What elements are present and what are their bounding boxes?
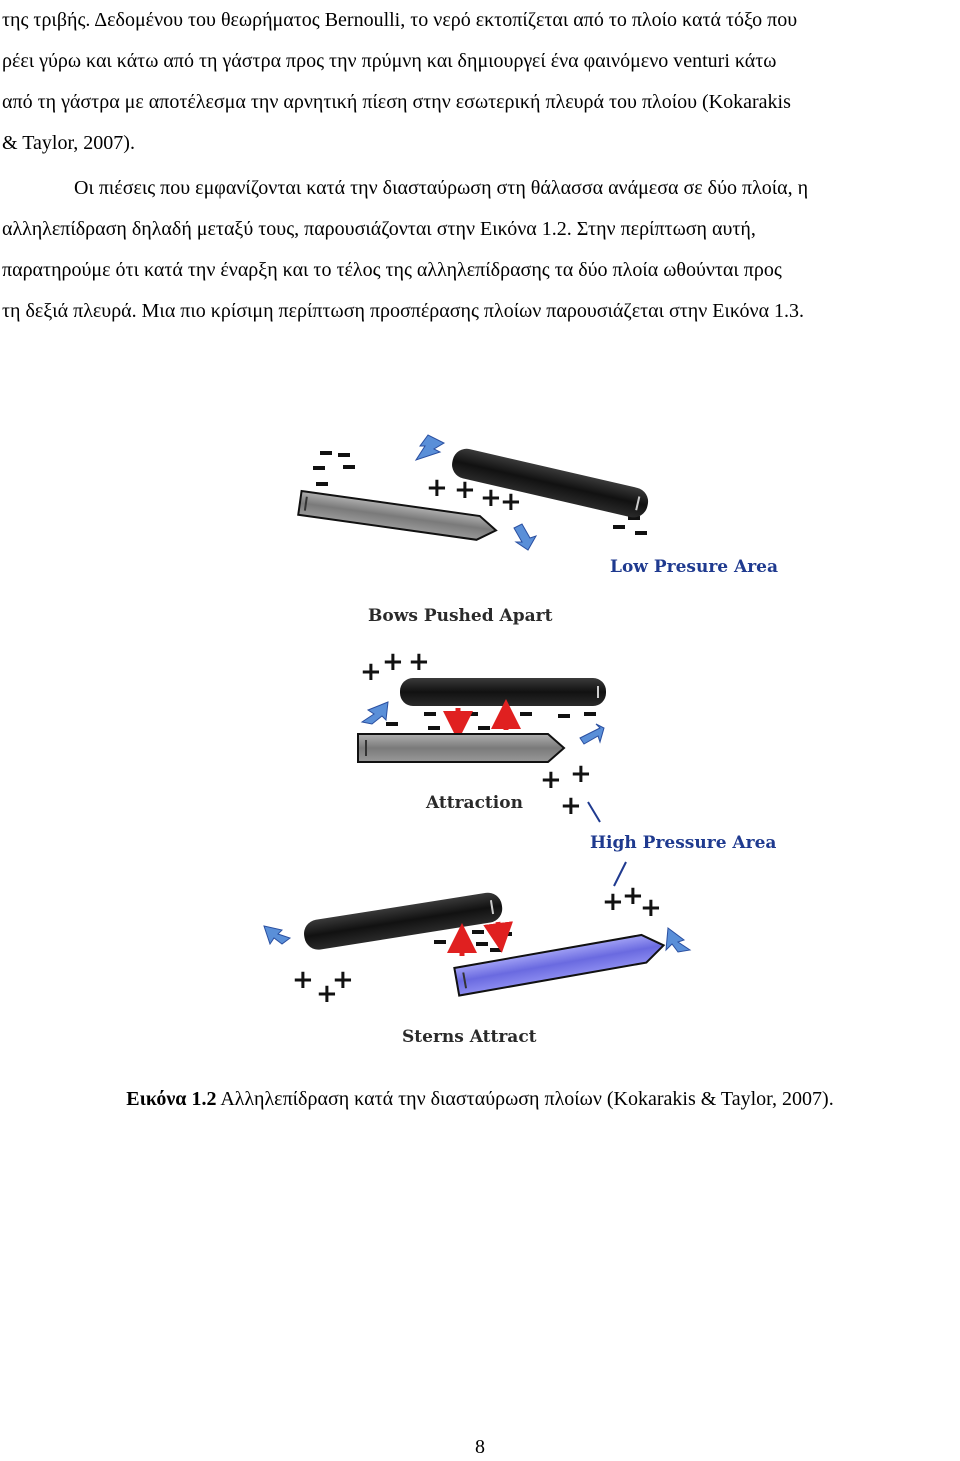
scene-bows-pushed-apart: + + + + Low Presure Area Bows Pushed Apa… [297, 434, 778, 626]
flow-arrow-icon [414, 434, 446, 461]
low-pressure-label: Low Presure Area [610, 557, 778, 577]
scene-attraction: + + + + + + Attraction High Pressure [357, 647, 776, 853]
paragraph-line: ρέει γύρω και κάτω από τη γάστρα προς τη… [2, 50, 777, 72]
svg-text:+: + [360, 657, 382, 687]
svg-text:+: + [454, 475, 476, 505]
page-number: 8 [475, 1436, 485, 1458]
flow-arrow-icon [263, 925, 292, 946]
svg-text:+: + [640, 893, 662, 923]
svg-text:+: + [292, 965, 314, 995]
flow-arrow-icon [513, 523, 538, 551]
sterns-attract-label: Sterns Attract [402, 1027, 537, 1047]
svg-text:+: + [382, 647, 404, 677]
svg-text:+: + [540, 765, 562, 795]
paragraph-2: Οι πιέσεις που εμφανίζονται κατά την δια… [2, 168, 958, 332]
paragraph-line: αλληλεπίδραση δηλαδή μεταξύ τους, παρουσ… [2, 218, 756, 240]
pointer-arrow-icon [587, 801, 601, 823]
paragraph-line: Οι πιέσεις που εμφανίζονται κατά την δια… [74, 177, 809, 199]
paragraph-line: της τριβής. Δεδομένου του θεωρήματος Ber… [2, 9, 798, 31]
high-pressure-label: High Pressure Area [590, 833, 776, 853]
blue-ship [453, 933, 666, 997]
grey-ship [357, 733, 566, 763]
paragraph-1: της τριβής. Δεδομένου του θεωρήματος Ber… [2, 0, 958, 164]
svg-text:+: + [500, 487, 522, 517]
flow-arrow-icon [360, 701, 389, 725]
svg-text:+: + [570, 759, 592, 789]
low-pressure-signs [386, 712, 596, 730]
paragraph-line: τη δεξιά πλευρά. Μια πιο κρίσιμη περίπτω… [2, 300, 805, 322]
paragraph-line: & Taylor, 2007). [2, 132, 135, 154]
svg-text:+: + [426, 473, 448, 503]
svg-text:+: + [480, 483, 502, 513]
figure-caption: Εικόνα 1.2 Αλληλεπίδραση κατά την διαστα… [0, 1088, 960, 1111]
svg-text:+: + [560, 791, 582, 821]
caption-text: Αλληλεπίδραση κατά την διασταύρωση πλοίω… [216, 1088, 834, 1110]
svg-text:+: + [408, 647, 430, 677]
dark-ship [304, 892, 503, 950]
flow-arrow-icon [579, 723, 605, 745]
scene-sterns-attract: + + + + + + Sterns Attract [263, 861, 692, 1047]
dark-ship [452, 448, 649, 518]
bows-pushed-apart-label: Bows Pushed Apart [368, 606, 553, 626]
svg-text:+: + [602, 887, 624, 917]
dark-ship [400, 678, 606, 706]
svg-text:+: + [622, 881, 644, 911]
ship-interaction-figure: + + + + Low Presure Area Bows Pushed Apa… [263, 434, 778, 1047]
attraction-label: Attraction [425, 793, 523, 813]
pointer-arrow-icon [613, 861, 627, 887]
paragraph-line: από τη γάστρα με αποτέλεσμα την αρνητική… [2, 91, 791, 113]
paragraph-line: παρατηρούμε ότι κατά την έναρξη και το τ… [2, 259, 782, 281]
caption-label: Εικόνα 1.2 [126, 1088, 217, 1110]
grey-ship [297, 489, 498, 541]
svg-text:+: + [332, 965, 354, 995]
flow-arrow-icon [665, 927, 692, 953]
attraction-arrow-icon [483, 921, 514, 953]
svg-text:+: + [316, 979, 338, 1009]
